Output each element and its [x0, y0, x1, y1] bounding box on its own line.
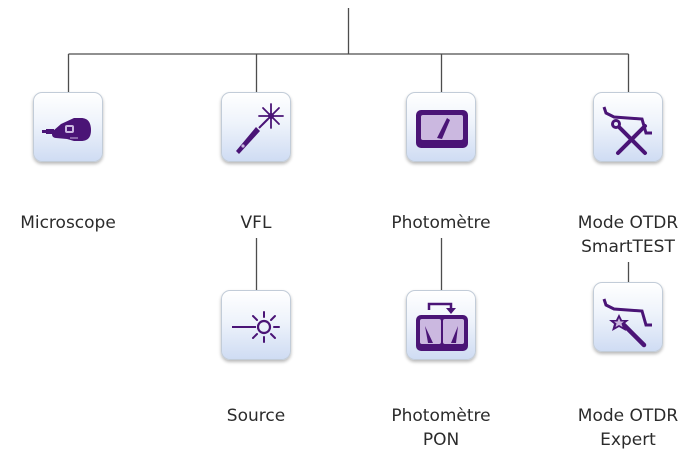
photometre-pon-label-line1: Photomètre	[391, 406, 491, 426]
otdr-smarttest-label-line2: SmartTEST	[581, 237, 675, 257]
otdr-expert-tile[interactable]	[593, 282, 663, 352]
otdr-wand-icon	[602, 298, 652, 348]
photometre-pon-tile[interactable]	[406, 290, 476, 360]
photometre-pon-label-line2: PON	[422, 430, 460, 450]
otdr-smarttest-label-line1: Mode OTDR	[577, 213, 679, 233]
otdr-tools-icon	[602, 106, 652, 155]
laser-pen-icon	[236, 103, 284, 154]
light-source-icon	[232, 311, 280, 343]
microscope-label: Microscope	[20, 213, 116, 233]
pon-power-meter-icon	[416, 302, 468, 351]
source-tile[interactable]	[221, 290, 291, 360]
otdr-smarttest-tile[interactable]	[593, 92, 663, 162]
power-meter-icon	[416, 110, 468, 148]
vfl-tile[interactable]	[221, 92, 291, 162]
photometre-label: Photomètre	[391, 213, 491, 233]
otdr-expert-label-line1: Mode OTDR	[577, 406, 679, 426]
source-label: Source	[226, 406, 286, 426]
microscope-tile[interactable]	[33, 92, 103, 162]
microscope-icon	[42, 118, 91, 141]
otdr-expert-label-line2: Expert	[600, 430, 656, 450]
vfl-label: VFL	[240, 213, 272, 233]
photometre-tile[interactable]	[406, 92, 476, 162]
